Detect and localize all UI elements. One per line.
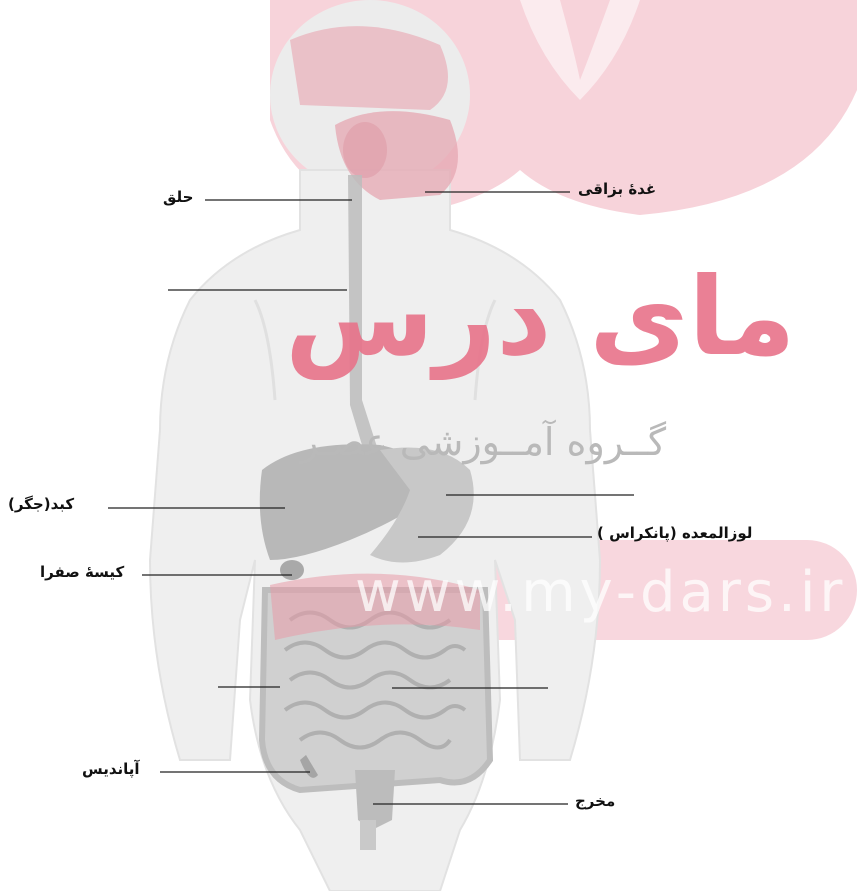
label-salivary-gland: غدهٔ بزاقی — [578, 180, 656, 198]
anal-canal — [360, 820, 376, 850]
label-liver: کبد(جگر) — [8, 495, 74, 513]
label-gallbladder: کیسهٔ صفرا — [40, 563, 124, 581]
label-pancreas: لوزالمعده (پانکراس ) — [597, 524, 752, 542]
label-anus: مخرج — [575, 792, 615, 810]
label-appendix: آپاندیس — [82, 760, 140, 778]
watermark-brand: مای درس — [285, 255, 796, 380]
label-pharynx: حلق — [163, 188, 193, 206]
watermark-group-name: گــروه آمــوزشی عصـر — [300, 420, 666, 464]
watermark-url: www.my-dars.ir — [355, 560, 846, 625]
gallbladder-organ — [280, 560, 304, 580]
